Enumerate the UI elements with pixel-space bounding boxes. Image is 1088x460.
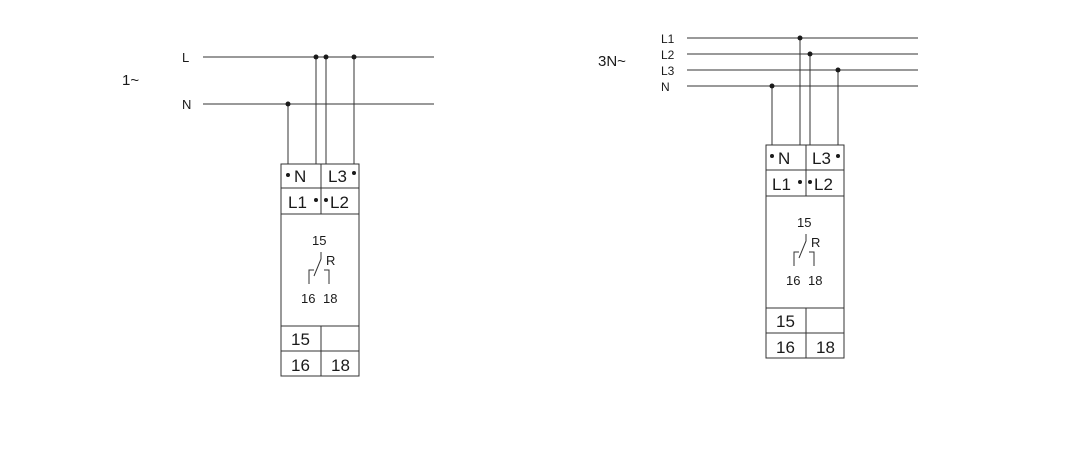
line-label-l3: L3 — [661, 64, 675, 78]
terminal-dot — [798, 180, 802, 184]
junction-dot — [807, 51, 813, 57]
junction-dot — [797, 35, 803, 41]
contact-nc-label: 16 — [301, 291, 315, 306]
contact-common-label: 15 — [797, 215, 811, 230]
terminal-dot — [324, 198, 328, 202]
line-label-l: L — [182, 50, 189, 65]
terminal-l1: L1 — [288, 193, 307, 212]
terminal-dot — [770, 154, 774, 158]
junction-dot — [285, 101, 291, 107]
terminal-n: N — [778, 149, 790, 168]
relay-contact-switch — [798, 234, 807, 259]
terminal-dot — [314, 198, 318, 202]
line-label-l1: L1 — [661, 32, 675, 46]
terminal-l2: L2 — [330, 193, 349, 212]
relay-contact-no — [324, 269, 330, 284]
junction-dot — [351, 54, 357, 60]
single-phase-diagram: 1~ L N N L3 L1 L2 15 R — [122, 50, 434, 377]
terminal-l2: L2 — [814, 175, 833, 194]
terminal-15: 15 — [291, 330, 310, 349]
junction-dot — [323, 54, 329, 60]
terminal-16: 16 — [776, 338, 795, 357]
three-phase-diagram: 3N~ L1 L2 L3 N N L3 L1 L2 15 — [598, 32, 918, 359]
terminal-dot — [808, 180, 812, 184]
line-label-n: N — [661, 80, 670, 94]
contact-nc-label: 16 — [786, 273, 800, 288]
junction-dot — [313, 54, 319, 60]
relay-label: R — [811, 235, 820, 250]
relay-contact-switch — [313, 252, 322, 277]
supply-label: 1~ — [122, 72, 139, 89]
contact-common-label: 15 — [312, 233, 326, 248]
terminal-15: 15 — [776, 312, 795, 331]
contact-no-label: 18 — [808, 273, 822, 288]
terminal-18: 18 — [331, 356, 350, 375]
terminal-l1: L1 — [772, 175, 791, 194]
terminal-dot — [836, 154, 840, 158]
relay-device — [280, 163, 360, 377]
terminal-dot — [352, 171, 356, 175]
relay-contact-nc — [793, 251, 799, 266]
relay-contact-no — [809, 251, 815, 266]
junction-dot — [769, 83, 775, 89]
terminal-16: 16 — [291, 356, 310, 375]
junction-dot — [835, 67, 841, 73]
line-label-n: N — [182, 97, 191, 112]
relay-label: R — [326, 253, 335, 268]
terminal-18: 18 — [816, 338, 835, 357]
terminal-dot — [286, 173, 290, 177]
supply-label: 3N~ — [598, 53, 626, 70]
line-label-l2: L2 — [661, 48, 675, 62]
relay-contact-nc — [308, 269, 314, 284]
terminal-l3: L3 — [328, 167, 347, 186]
relay-device — [765, 144, 845, 359]
terminal-l3: L3 — [812, 149, 831, 168]
terminal-n: N — [294, 167, 306, 186]
contact-no-label: 18 — [323, 291, 337, 306]
